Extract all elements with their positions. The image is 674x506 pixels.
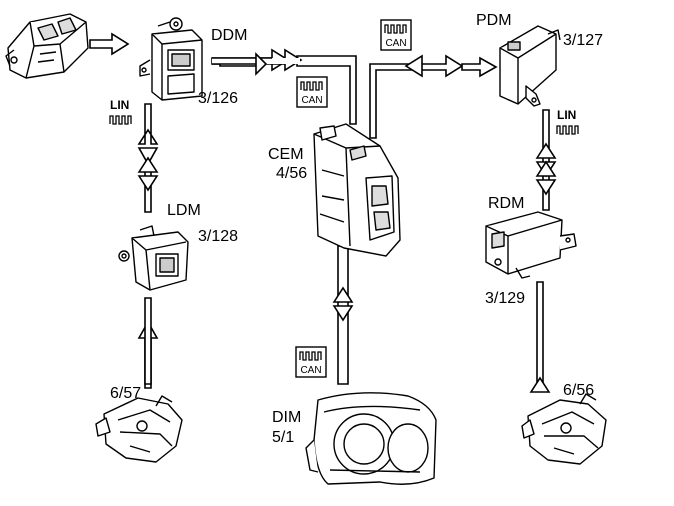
- can-icon-middle: CAN: [296, 76, 328, 108]
- window-switch-panel: [5, 13, 89, 79]
- pdm-code-label: 3/127: [563, 32, 604, 49]
- door-lock-right: [521, 393, 607, 465]
- pdm-name-label: PDM: [476, 12, 512, 29]
- cem-name-label: CEM: [268, 146, 304, 163]
- dim-cluster: [305, 392, 437, 485]
- lin-label-right: LIN: [557, 108, 576, 122]
- cem-code-label: 4/56: [276, 165, 308, 182]
- can-label-middle: CAN: [301, 95, 322, 106]
- dim-code-label: 5/1: [272, 429, 295, 446]
- cem-module: [313, 123, 401, 257]
- lock-right-code-label: 6/56: [563, 382, 595, 399]
- can-icon-top: CAN: [380, 19, 412, 51]
- can-label-bottom: CAN: [300, 365, 321, 376]
- arrow-rdm-to-lock-right: [536, 281, 544, 385]
- can-label-top: CAN: [385, 38, 406, 49]
- pdm-module: [499, 25, 561, 107]
- lin-icon-left: LIN: [109, 98, 132, 125]
- ldm-name-label: LDM: [167, 202, 201, 219]
- door-lock-left: [95, 395, 183, 463]
- lin-icon-right: LIN: [556, 108, 579, 135]
- lin-label-left: LIN: [110, 98, 129, 112]
- rdm-module: [485, 211, 577, 279]
- link-ddm-ldm: [137, 103, 159, 145]
- dim-name-label: DIM: [272, 409, 302, 426]
- can-icon-bottom: CAN: [295, 346, 327, 378]
- ldm-module: [118, 225, 189, 291]
- ldm-code-label: 3/128: [198, 228, 239, 245]
- arrow-switch-to-ddm: [89, 32, 130, 56]
- ddm-name-label: DDM: [211, 27, 248, 44]
- rdm-code-label: 3/129: [485, 290, 526, 307]
- ddm-code-label: 3/126: [198, 90, 239, 107]
- rdm-name-label: RDM: [488, 195, 525, 212]
- lock-left-code-label: 6/57: [110, 385, 142, 402]
- ddm-module: [139, 17, 203, 101]
